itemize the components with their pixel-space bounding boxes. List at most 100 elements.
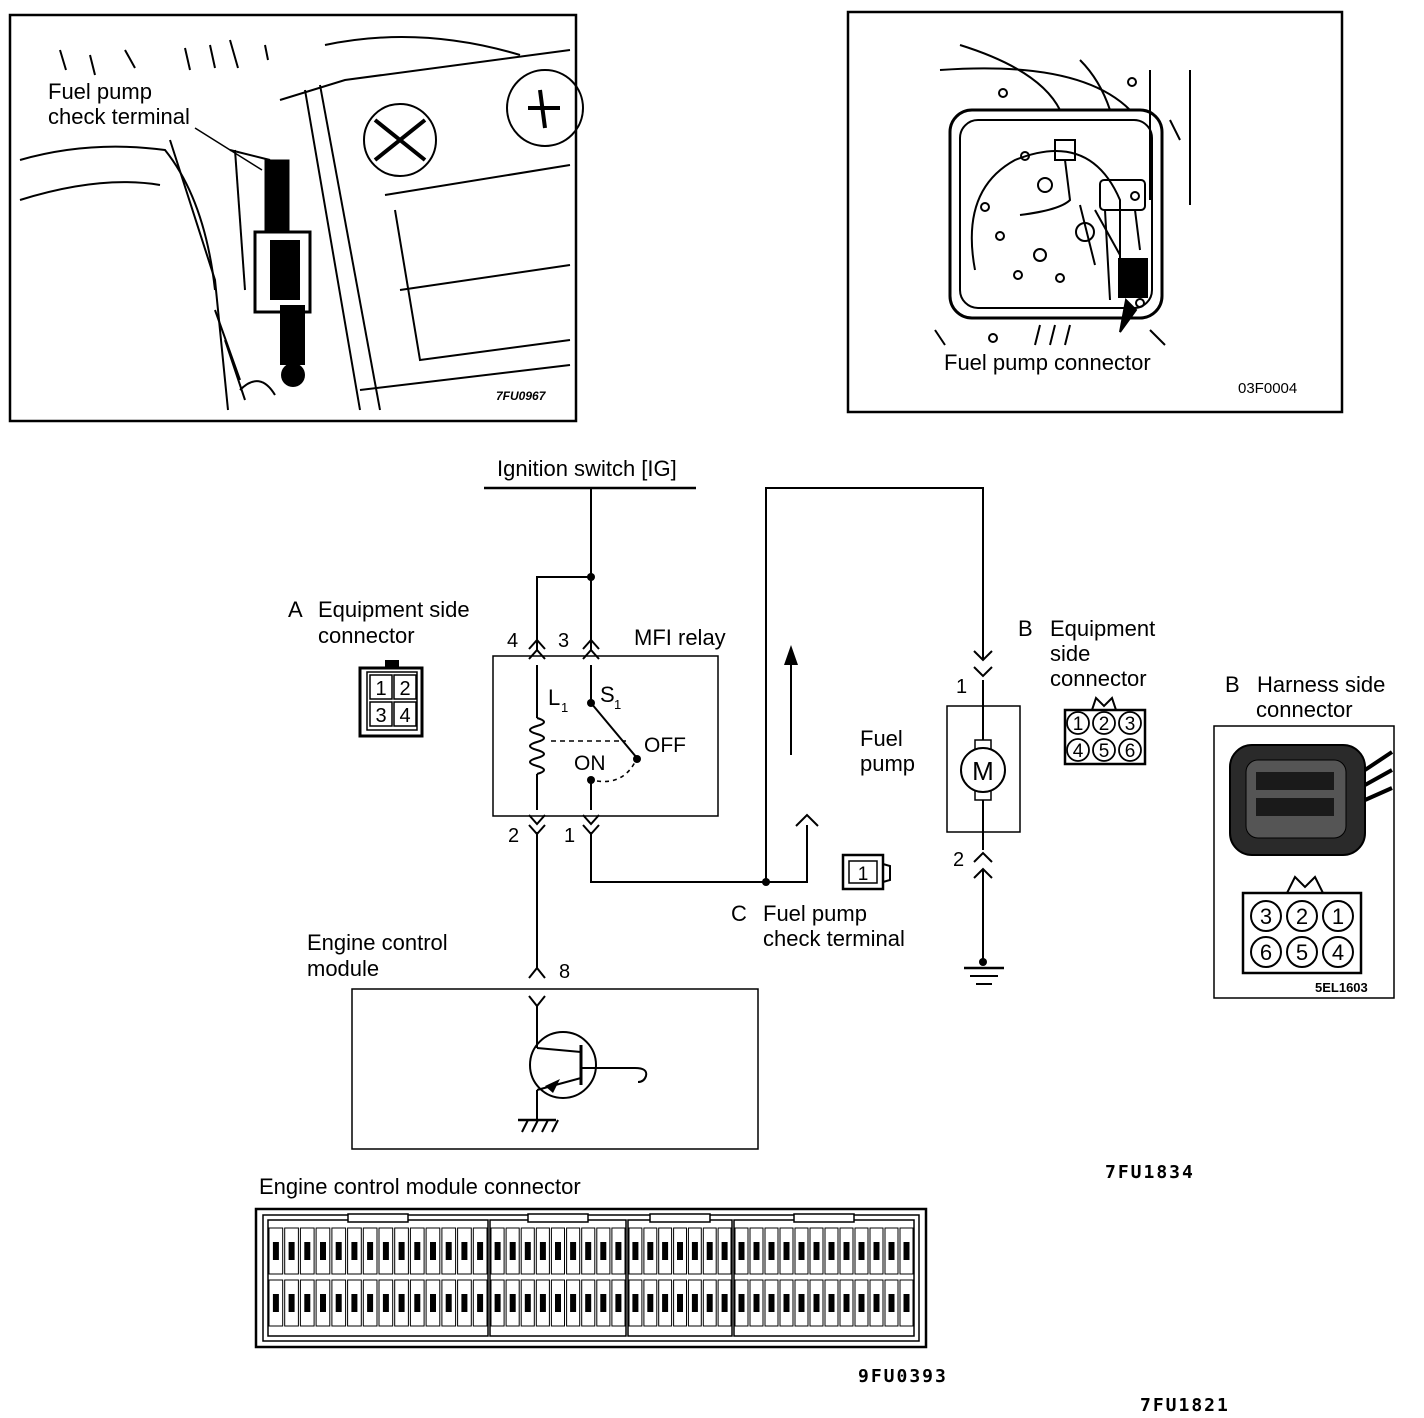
- connector-b-harness-latch: [1286, 875, 1324, 894]
- relay-switch-subscript: 1: [614, 697, 621, 712]
- ecm-connector-pin-mark: [813, 1242, 820, 1260]
- relay-coil-label: L: [548, 685, 560, 710]
- ecm-connector-pin-mark: [414, 1294, 421, 1312]
- photo-left-code: 7FU0967: [496, 389, 547, 403]
- ecm-connector-pin-mark: [903, 1242, 910, 1260]
- ecm-connector-pin-mark: [398, 1294, 405, 1312]
- relay-off-label: OFF: [644, 734, 686, 757]
- ecm-connector-pin-mark: [677, 1242, 683, 1260]
- connector-b-harness-pin: 2: [1296, 904, 1308, 929]
- ecm-connector-pin-mark: [768, 1242, 775, 1260]
- ecm-connector-pin-mark: [798, 1294, 805, 1312]
- engine-bay-illustration: [19, 36, 584, 411]
- connector-b-equipment-latch: [1091, 696, 1117, 711]
- ecm-connector-pin-mark: [477, 1242, 484, 1260]
- connector-b-equipment-title-line1: Equipment: [1050, 616, 1155, 641]
- ecm-connector-pin-mark: [783, 1242, 790, 1260]
- ecm-connector-pin-mark: [570, 1242, 577, 1260]
- ecm-connector-pin-mark: [903, 1294, 910, 1312]
- ecm-connector-pin-mark: [509, 1242, 516, 1260]
- relay-pin-3: 3: [558, 630, 569, 652]
- ecm-connector-pin-mark: [843, 1242, 850, 1260]
- ecm-connector-pin-mark: [738, 1294, 745, 1312]
- ecm-connector-pin-mark: [721, 1242, 728, 1260]
- connector-b-equipment-title-line3: connector: [1050, 666, 1147, 691]
- ecm-connector-pin-mark: [706, 1242, 713, 1260]
- ecm-connector-pin-mark: [615, 1294, 622, 1312]
- ecm-connector-key-tab: [527, 1213, 589, 1223]
- photo-left-leader-line: [194, 127, 263, 171]
- connector-a-pin: 4: [399, 705, 410, 727]
- ecm-connector-pin-mark: [555, 1242, 561, 1260]
- connector-b-harness-title-line2: connector: [1256, 697, 1353, 722]
- ignition-switch-label: Ignition switch [IG]: [497, 456, 677, 481]
- connector-b-equipment-pin: 6: [1125, 741, 1136, 762]
- ecm-connector-pin-mark: [873, 1242, 880, 1260]
- ecm-connector-pin-mark: [272, 1294, 279, 1312]
- ecm-connector-pin-mark: [461, 1242, 468, 1260]
- connector-b-harness-title-line1: Harness side: [1257, 672, 1385, 697]
- ecm-connector-pin-mark: [662, 1294, 669, 1312]
- fuel-pump-label-line1: Fuel: [860, 726, 903, 751]
- connector-b-equipment-pin: 3: [1125, 714, 1136, 735]
- fuel-pump-pin-2: 2: [953, 849, 964, 871]
- ecm-connector-pin-mark: [477, 1294, 484, 1312]
- connector-b-equipment-title-line2: side: [1050, 641, 1090, 666]
- connector-a-title-line1: Equipment side: [318, 597, 470, 622]
- check-terminal-title-line1: Fuel pump: [763, 901, 867, 926]
- ecm-connector-pin-mark: [585, 1242, 592, 1260]
- ecm-connector-pin-mark: [798, 1242, 805, 1260]
- ecm-connector-pin-mark: [461, 1294, 468, 1312]
- check-terminal-connector-illustration: [253, 159, 312, 387]
- photo-left-label-line2: check terminal: [48, 104, 190, 129]
- ecm-connector-pin-mark: [367, 1242, 374, 1260]
- ecm-connector-pin-mark: [335, 1294, 342, 1312]
- engine-control-module: Engine control module 8: [307, 930, 759, 1150]
- ecm-connector-key-tab: [793, 1213, 855, 1223]
- ecm-connector-pin-mark: [539, 1242, 546, 1260]
- connector-a-pin: 2: [399, 678, 410, 700]
- ecm-connector-pin-mark: [873, 1294, 880, 1312]
- ecm-connector-pin-mark: [691, 1294, 698, 1312]
- ecm-connector-pin-mark: [414, 1242, 421, 1260]
- diagram-code: 7FU1834: [1105, 1162, 1195, 1183]
- ecm-connector-pin-mark: [445, 1242, 452, 1260]
- photo-right-label: Fuel pump connector: [944, 350, 1151, 375]
- fuel-pump: Fuel pump M 1 2: [860, 676, 1021, 871]
- ecm-connector-pin-mark: [600, 1242, 607, 1260]
- mfi-relay: MFI relay 4 3 2 1 L 1 S 1 ON OFF: [492, 625, 726, 847]
- connector-b-harness-code: 5EL1603: [1315, 980, 1368, 995]
- connector-b-harness-pin: 1: [1332, 904, 1344, 929]
- page-code: 7FU1821: [1140, 1395, 1230, 1416]
- relay-pin-4: 4: [507, 630, 518, 652]
- ecm-connector-pin-mark: [738, 1242, 745, 1260]
- harness-connector-illustration: [1229, 744, 1394, 856]
- ecm-transistor-icon: [518, 995, 648, 1133]
- ecm-connector-pin-mark: [430, 1242, 436, 1260]
- ecm-connector-pin-mark: [304, 1242, 311, 1260]
- ecm-connector-pin-mark: [445, 1294, 452, 1312]
- ecm-connector-pin-mark: [288, 1294, 295, 1312]
- ecm-connector-pin-mark: [494, 1242, 501, 1260]
- connector-b-equipment-pin: 1: [1073, 714, 1084, 735]
- photo-left-label-line1: Fuel pump: [48, 79, 152, 104]
- ecm-connector-pin-mark: [813, 1294, 820, 1312]
- mfi-relay-label: MFI relay: [634, 625, 726, 650]
- fuel-pump-motor-icon: [960, 747, 1006, 793]
- ecm-connector-pin-mark: [691, 1242, 698, 1260]
- ecm-connector-pin-mark: [288, 1242, 295, 1260]
- connector-b-harness-pin: 5: [1296, 940, 1308, 965]
- ecm-connector-code: 9FU0393: [858, 1366, 948, 1387]
- relay-on-label: ON: [574, 752, 606, 775]
- ecm-connector-pin-mark: [351, 1294, 358, 1312]
- ecm-box: [351, 988, 759, 1150]
- fuel-pump-box: [946, 705, 1021, 833]
- ecm-connector-key-tab: [649, 1213, 711, 1223]
- mfi-relay-box: [492, 655, 719, 817]
- ecm-connector-title: Engine control module connector: [259, 1174, 581, 1199]
- fuel-pump-motor-label: M: [972, 756, 994, 786]
- ecm-connector-pin-mark: [858, 1242, 865, 1260]
- ecm-connector-pin-mark: [351, 1242, 358, 1260]
- schematic-wires: [484, 486, 1004, 985]
